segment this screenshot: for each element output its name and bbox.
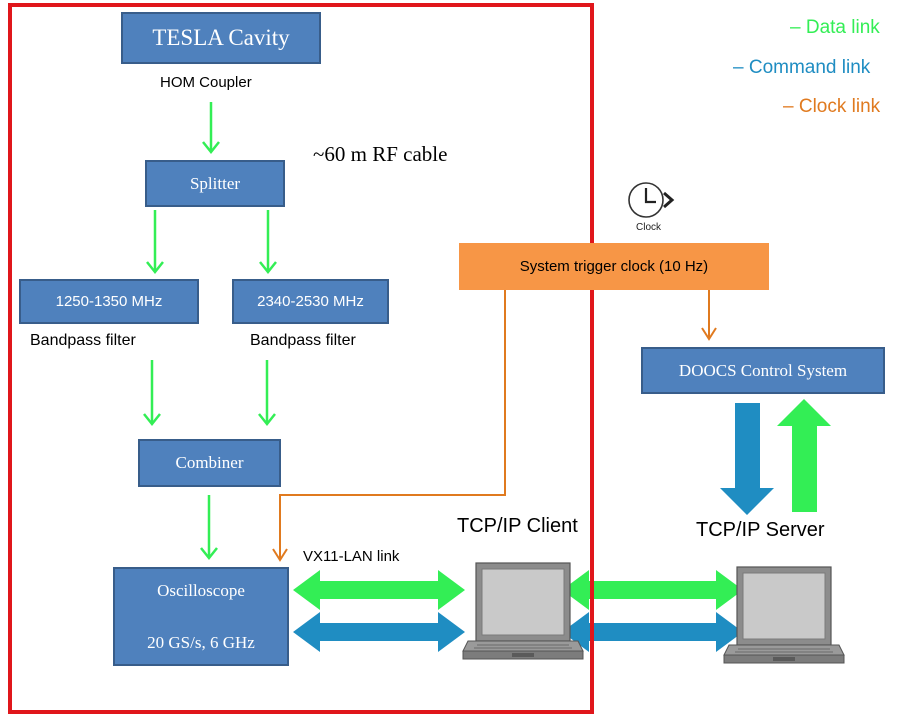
- rf-cable-label: ~60 m RF cable: [313, 142, 448, 166]
- splitter-box: Splitter: [145, 160, 285, 207]
- doocs-control-system-box: DOOCS Control System: [641, 347, 885, 394]
- tcp-ip-client-label: TCP/IP Client: [457, 515, 578, 537]
- tcp-ip-server-label: TCP/IP Server: [696, 519, 825, 541]
- laptop-icon: [723, 566, 845, 664]
- clock-link-arrows: [272, 290, 717, 562]
- data-link-arrows: [143, 102, 277, 561]
- combiner-box: Combiner: [138, 439, 281, 487]
- command-double-arrow-client-server: [562, 612, 743, 652]
- clock-icon: [628, 182, 675, 218]
- trigger-to-oscilloscope-line: [279, 290, 506, 558]
- oscilloscope-title: Oscilloscope: [157, 581, 245, 600]
- command-arrow-down-from-doocs: [720, 403, 774, 515]
- bandpass-filter-1-box: 1250-1350 MHz: [19, 279, 199, 324]
- data-double-arrow-osc-client: [293, 570, 465, 610]
- data-arrow-up-to-doocs: [777, 399, 831, 512]
- command-double-arrow-osc-client: [293, 612, 465, 652]
- legend-command-link: – Command link: [733, 57, 871, 78]
- laptop-icon: [462, 562, 584, 660]
- bandpass-filter-2-label: Bandpass filter: [250, 332, 356, 349]
- bandpass-filter-2-box: 2340-2530 MHz: [232, 279, 389, 324]
- clock-caption-label: Clock: [636, 222, 662, 233]
- legend-data-link: – Data link: [790, 17, 880, 38]
- vx11-lan-link-label: VX11-LAN link: [303, 548, 400, 565]
- bandpass-filter-1-label: Bandpass filter: [30, 332, 136, 349]
- oscilloscope-specs: 20 GS/s, 6 GHz: [147, 633, 255, 652]
- legend-clock-link: – Clock link: [783, 96, 881, 117]
- acquisition-system-frame: [8, 3, 594, 714]
- tesla-cavity-box: TESLA Cavity: [121, 12, 321, 64]
- data-double-arrow-client-server: [562, 570, 743, 610]
- system-trigger-clock-box: System trigger clock (10 Hz): [459, 243, 769, 290]
- hom-coupler-label: HOM Coupler: [160, 74, 252, 91]
- oscilloscope-box: Oscilloscope 20 GS/s, 6 GHz: [113, 567, 289, 666]
